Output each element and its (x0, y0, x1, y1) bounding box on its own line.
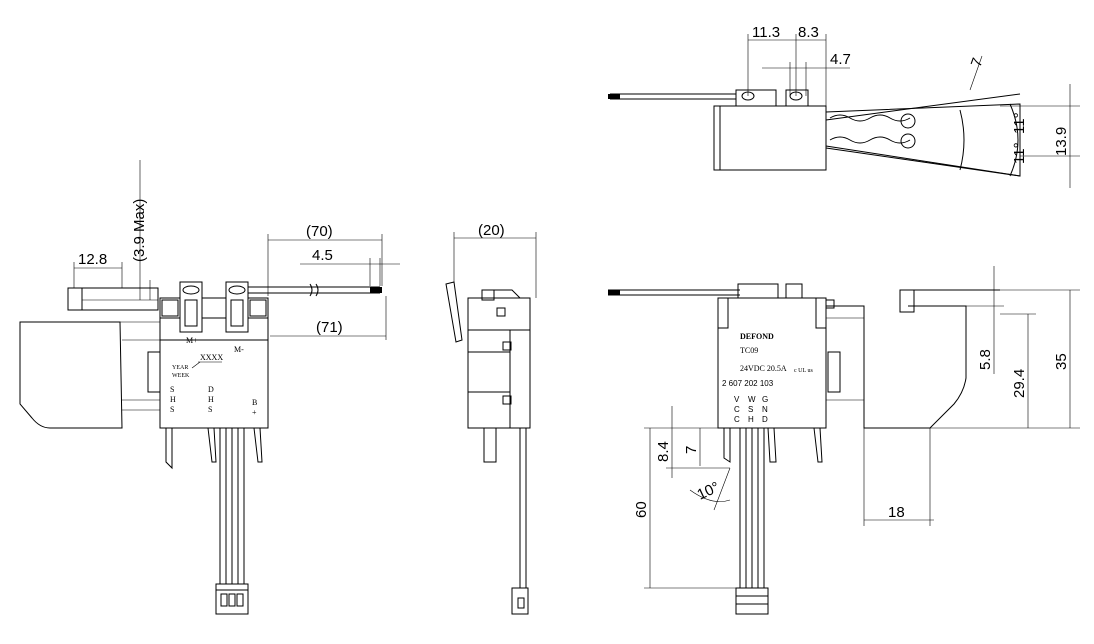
dim-60: 60 (633, 501, 650, 518)
dim-8-3: 8.3 (798, 24, 819, 41)
pin-r1-0: V (734, 395, 740, 404)
dim-29-4: 29.4 (1011, 369, 1028, 398)
dim-13-9: 13.9 (1053, 127, 1070, 156)
dim-71: (71) (316, 319, 343, 336)
label-rating: 24VDC 20.5A (740, 364, 787, 373)
dim-5-8: 5.8 (977, 349, 994, 370)
dim-8-4: 8.4 (655, 441, 672, 462)
dim-3-9-max: (3.9 Max) (131, 199, 148, 262)
dim-11deg-b: 11° (1011, 142, 1028, 164)
pin-r1-2: G (762, 395, 768, 404)
label-year: YEAR (172, 365, 188, 371)
label-model: TC09 (740, 346, 758, 355)
front-view: M+ M- XXXX YEAR WEEK S H S D H S B + (19, 160, 400, 615)
label-col1-2: S (170, 405, 174, 414)
side-view: (20) (445, 222, 537, 615)
top-view: 11.3 8.3 4.7 7 11° 11° 13.9 (608, 24, 1080, 188)
dim-20: (20) (478, 222, 505, 239)
label-xxxx: XXXX (200, 353, 223, 362)
pin-r2-2: N (762, 405, 768, 414)
pin-r2-1: S (748, 405, 753, 414)
label-m-minus: M- (234, 345, 244, 354)
label-m-plus: M+ (186, 336, 198, 345)
trigger-shape (19, 321, 123, 429)
dim-4-7: 4.7 (830, 51, 851, 68)
switch-body-top (713, 105, 827, 171)
label-part-number: 2 607 202 103 (722, 379, 774, 388)
dim-7-angle: 7 (968, 56, 987, 70)
label-col2-0: D (208, 385, 214, 394)
dim-7: 7 (683, 446, 700, 454)
connector-side (511, 587, 529, 615)
label-week: WEEK (172, 373, 190, 379)
label-col2-2: S (208, 405, 212, 414)
label-ul-mark: c UL us (794, 368, 813, 374)
trigger-rear (826, 305, 967, 429)
label-col1-0: S (170, 385, 174, 394)
connector-rear (735, 587, 769, 615)
dim-4-5: 4.5 (312, 247, 333, 264)
pin-r3-2: D (762, 415, 768, 424)
dim-35: 35 (1053, 353, 1070, 370)
label-brand: DEFOND (740, 332, 774, 341)
label-col1-1: H (170, 395, 176, 404)
dim-12-8: 12.8 (78, 251, 107, 268)
dim-70: (70) (306, 223, 333, 240)
label-col2-1: H (208, 395, 214, 404)
label-col3-0: B (252, 398, 257, 407)
dim-11deg-a: 11° (1011, 112, 1028, 134)
rear-view: DEFOND TC09 24VDC 20.5A c UL us 2 607 20… (608, 266, 1080, 615)
pin-r1-1: W (748, 395, 756, 404)
pin-r3-1: H (748, 415, 754, 424)
switch-body-side (467, 297, 531, 429)
pin-r3-0: C (734, 415, 740, 424)
pin-r2-0: C (734, 405, 740, 414)
dim-11-3: 11.3 (752, 24, 780, 41)
dim-18: 18 (888, 504, 905, 521)
switch-body-rear (717, 297, 827, 429)
label-col3-1: + (252, 408, 257, 417)
